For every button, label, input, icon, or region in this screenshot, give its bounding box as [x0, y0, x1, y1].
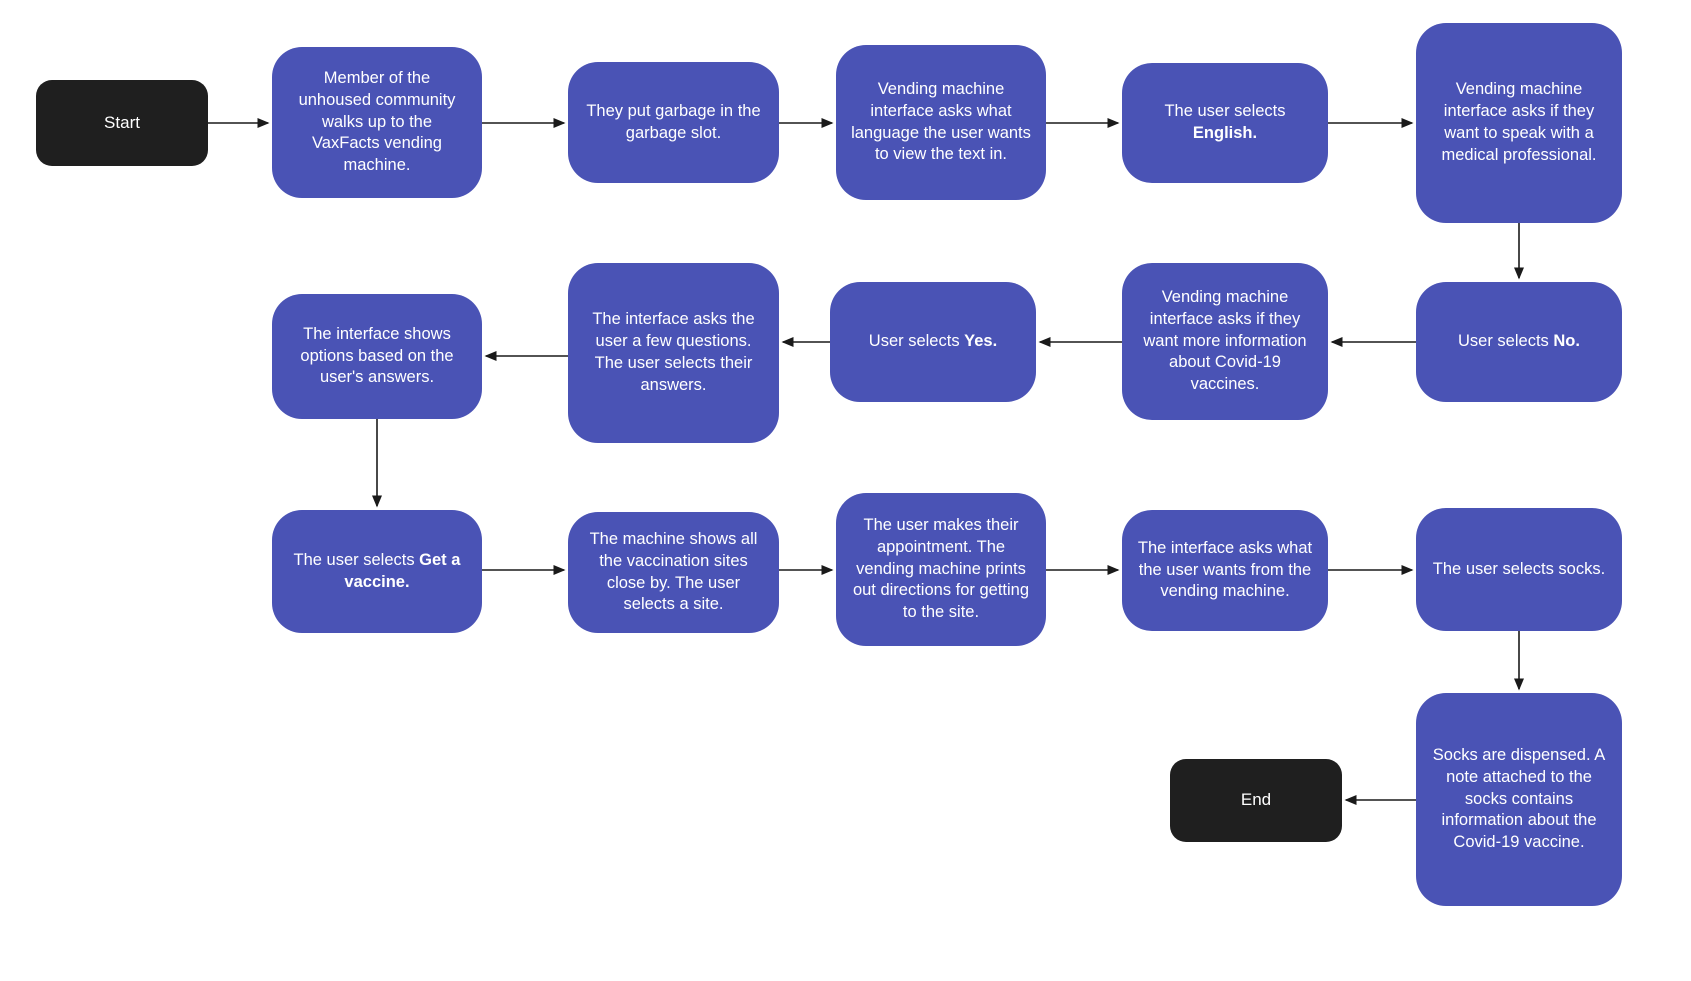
node-garbage: They put garbage in the garbage slot. — [568, 62, 779, 183]
node-label: The user selects socks. — [1432, 559, 1606, 578]
node-sites: The machine shows all the vaccination si… — [568, 512, 779, 633]
node-label: They put garbage in the garbage slot. — [586, 101, 761, 142]
node-label: The interface asks what the user wants f… — [1137, 538, 1313, 601]
node-select-get-vaccine: The user selects Get a vaccine. — [272, 510, 482, 633]
node-start: Start — [36, 80, 208, 166]
node-label: Vending machine interface asks if they w… — [1143, 288, 1307, 394]
node-info-prompt: Vending machine interface asks if they w… — [1122, 263, 1328, 420]
node-end: End — [1170, 759, 1342, 842]
node-label: User selects No. — [1458, 332, 1580, 351]
node-select-socks: The user selects socks. — [1416, 508, 1622, 631]
node-label: The interface shows options based on the… — [300, 324, 454, 387]
node-label: The user selects English. — [1164, 102, 1286, 142]
node-medical-prompt: Vending machine interface asks if they w… — [1416, 23, 1622, 223]
node-questions: The interface asks the user a few questi… — [568, 263, 779, 443]
node-select-english: The user selects English. — [1122, 63, 1328, 183]
node-label: Vending machine interface asks if they w… — [1441, 80, 1597, 164]
node-label: Member of the unhoused community walks u… — [298, 69, 456, 175]
node-approach: Member of the unhoused community walks u… — [272, 47, 482, 198]
node-label: End — [1240, 790, 1272, 810]
node-select-no: User selects No. — [1416, 282, 1622, 402]
node-label: User selects Yes. — [868, 332, 998, 351]
node-label: Socks are dispensed. A note attached to … — [1432, 746, 1606, 852]
node-label: The user makes their appointment. The ve… — [852, 516, 1030, 622]
node-label: The user selects Get a vaccine. — [293, 550, 461, 591]
node-language-prompt: Vending machine interface asks what lang… — [836, 45, 1046, 200]
node-want-prompt: The interface asks what the user wants f… — [1122, 510, 1328, 631]
node-options: The interface shows options based on the… — [272, 294, 482, 419]
node-appointment: The user makes their appointment. The ve… — [836, 493, 1046, 646]
node-select-yes: User selects Yes. — [830, 282, 1036, 402]
node-label: Vending machine interface asks what lang… — [851, 79, 1031, 164]
node-label: The interface asks the user a few questi… — [592, 310, 755, 394]
node-label: Start — [104, 112, 140, 132]
node-label: The machine shows all the vaccination si… — [589, 529, 758, 614]
node-socks-dispensed: Socks are dispensed. A note attached to … — [1416, 693, 1622, 906]
